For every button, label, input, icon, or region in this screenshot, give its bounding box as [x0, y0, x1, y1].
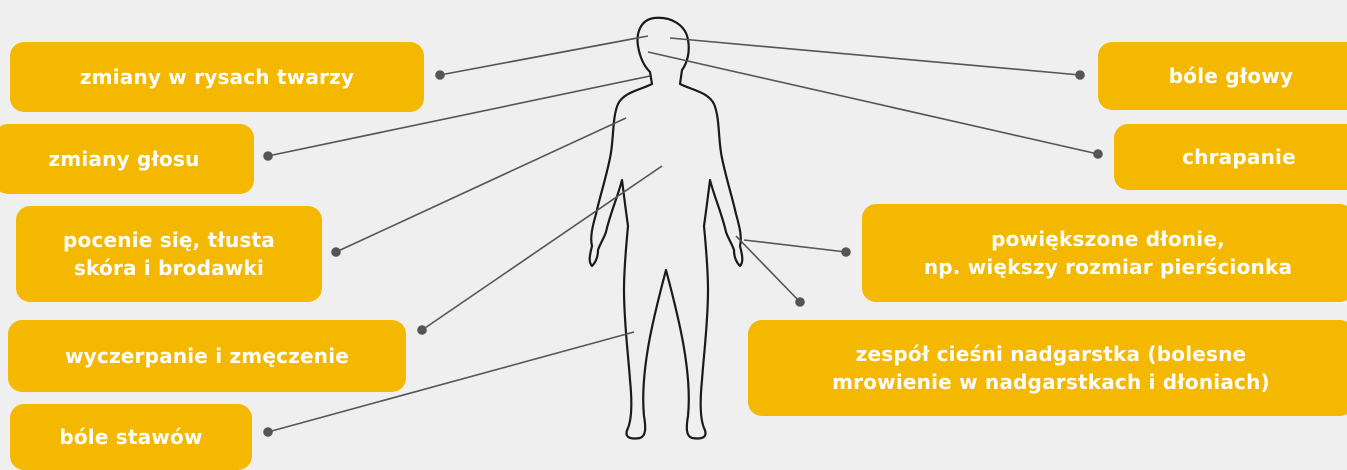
label-snoring-text: chrapanie — [1182, 143, 1296, 171]
label-facial-changes: zmiany w rysach twarzy — [10, 42, 424, 112]
label-enlarged-hands-text: powiększone dłonie, np. większy rozmiar … — [924, 225, 1292, 281]
connector-headache-dot — [1076, 71, 1084, 79]
connector-sweat-dot — [332, 248, 340, 256]
label-headache-text: bóle głowy — [1169, 62, 1293, 90]
connector-tired-dot — [418, 326, 426, 334]
label-voice-changes-text: zmiany głosu — [48, 145, 199, 173]
label-sweating-skin: pocenie się, tłusta skóra i brodawki — [16, 206, 322, 302]
label-joint-pain: bóle stawów — [10, 404, 252, 470]
label-sweating-skin-text: pocenie się, tłusta skóra i brodawki — [63, 226, 275, 282]
label-snoring: chrapanie — [1114, 124, 1347, 190]
connector-sweat — [336, 118, 626, 252]
connector-snoring-dot — [1094, 150, 1102, 158]
connector-voice-dot — [264, 152, 272, 160]
label-headache: bóle głowy — [1098, 42, 1347, 110]
label-fatigue-text: wyczerpanie i zmęczenie — [65, 342, 349, 370]
connector-headache — [670, 38, 1080, 75]
connector-joint-dot — [264, 428, 272, 436]
label-facial-changes-text: zmiany w rysach twarzy — [80, 63, 354, 91]
label-fatigue: wyczerpanie i zmęczenie — [8, 320, 406, 392]
label-joint-pain-text: bóle stawów — [59, 423, 202, 451]
connector-snoring — [648, 52, 1098, 154]
label-carpal-tunnel: zespół cieśni nadgarstka (bolesne mrowie… — [748, 320, 1347, 416]
label-voice-changes: zmiany głosu — [0, 124, 254, 194]
label-enlarged-hands: powiększone dłonie, np. większy rozmiar … — [862, 204, 1347, 302]
connector-hands-dot — [842, 248, 850, 256]
human-body-outline — [590, 18, 743, 439]
label-carpal-tunnel-text: zespół cieśni nadgarstka (bolesne mrowie… — [832, 340, 1270, 396]
connector-face — [440, 36, 648, 75]
connector-face-dot — [436, 71, 444, 79]
connector-carpal-dot — [796, 298, 804, 306]
connector-hands — [744, 240, 846, 252]
